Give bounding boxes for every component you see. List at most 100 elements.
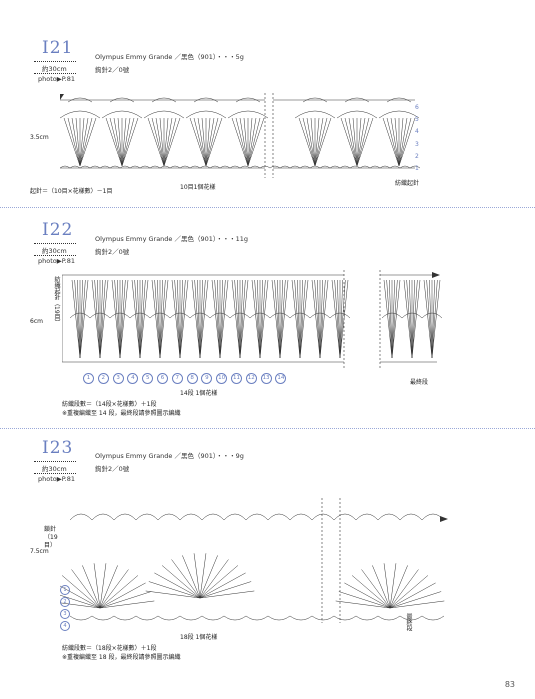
stitch-symbol — [117, 117, 123, 167]
stitch-symbol — [137, 279, 141, 359]
stitch-symbol — [314, 117, 324, 167]
stitch-symbol — [99, 279, 106, 359]
chain-loop — [157, 513, 181, 521]
stitch-symbol — [298, 117, 316, 167]
stitch-symbol — [299, 279, 309, 359]
stitch-symbol — [134, 279, 141, 359]
chain-loop — [227, 110, 269, 119]
chain-loop — [209, 165, 221, 169]
pattern-section-i23: I23 約30cm photo▶P.81 Olympus Emmy Grande… — [0, 430, 535, 690]
divider — [34, 255, 76, 256]
chain-loop — [267, 513, 291, 521]
chain-loop — [229, 312, 251, 319]
stitch-symbol — [386, 279, 393, 359]
stitch-symbol — [161, 565, 201, 599]
stitch-symbol — [339, 279, 343, 359]
stitch-symbol — [259, 279, 263, 359]
chain-loop — [135, 615, 159, 621]
chain-loop — [319, 165, 331, 169]
stitch-symbol — [75, 117, 81, 167]
stitch-symbol — [63, 117, 81, 167]
chain-loop — [229, 165, 241, 169]
photo-ref: photo▶P.81 — [38, 257, 75, 265]
section-separator — [0, 207, 535, 208]
stitch-symbol — [431, 279, 438, 359]
chain-loop — [289, 312, 311, 319]
stitch-symbol — [389, 565, 408, 609]
stitch-symbol — [235, 117, 249, 167]
row-num: 5 — [142, 373, 154, 384]
chain-loop — [60, 110, 101, 119]
row-num: 9 — [201, 373, 213, 384]
stitch-symbol — [99, 591, 152, 609]
chain-loop — [67, 97, 93, 103]
chain-loop — [109, 165, 121, 169]
stitch-symbol — [247, 117, 265, 167]
stitch-symbol — [145, 590, 201, 599]
row-count-note: 紡織段數＝（18段×花樣數）＋1段 — [62, 645, 157, 652]
stitch-symbol — [398, 117, 416, 167]
stitch-symbol — [154, 279, 161, 359]
stitch-symbol — [199, 581, 252, 599]
chain-loop — [201, 615, 225, 621]
side-label: 鎖針（19目） — [44, 526, 58, 549]
stitch-symbol — [398, 117, 408, 167]
stitch-symbol — [247, 117, 261, 167]
row-num: 3 — [415, 140, 419, 148]
stitch-symbol — [247, 117, 253, 167]
stitch-symbol — [177, 279, 181, 359]
crochet-chart-i23 — [60, 498, 448, 623]
stitch-symbol — [391, 279, 398, 359]
stitch-symbol — [82, 565, 101, 609]
chain-loop — [421, 312, 443, 319]
chain-loop — [91, 615, 115, 621]
row-num: 10 — [216, 373, 228, 384]
chain-loop — [369, 165, 381, 169]
chain-loop — [399, 165, 411, 169]
row-num: 13 — [260, 373, 272, 384]
last-row-note: 最終段 — [410, 379, 429, 386]
chain-loop — [333, 513, 357, 521]
stitch-symbol — [314, 117, 332, 167]
chain-loop — [69, 312, 91, 319]
chain-loop — [389, 165, 401, 169]
chain-loop — [189, 312, 211, 319]
stitch-symbol — [139, 279, 146, 359]
chain-loop — [129, 165, 141, 169]
stitch-symbol — [163, 117, 169, 167]
stitch-symbol — [302, 117, 316, 167]
chain-loop — [169, 312, 191, 319]
stitch-symbol — [334, 279, 341, 359]
chain-loop — [113, 513, 137, 521]
stitch-symbol — [155, 117, 165, 167]
chain-loop — [309, 312, 331, 319]
stitch-symbol — [314, 117, 320, 167]
stitch-symbol — [111, 279, 121, 359]
stitch-symbol — [99, 582, 146, 609]
chain-loop — [201, 513, 225, 521]
stitch-symbol — [93, 563, 101, 609]
chain-loop — [169, 165, 181, 169]
stitch-symbol — [179, 279, 186, 359]
photo-ref: photo▶P.81 — [38, 475, 75, 483]
row-num: 4 — [60, 621, 70, 631]
stitch-symbol — [340, 117, 358, 167]
stitch-symbol — [199, 279, 203, 359]
stitch-symbol — [356, 117, 362, 167]
stitch-symbol — [151, 279, 161, 359]
stitch-symbol — [277, 279, 281, 359]
stitch-symbol — [179, 279, 189, 359]
stitch-symbol — [389, 563, 397, 609]
stitch-symbol — [119, 279, 126, 359]
stitch-symbol — [147, 117, 165, 167]
stitch-symbol — [121, 117, 135, 167]
stitch-symbol — [139, 279, 143, 359]
chain-loop — [279, 165, 291, 169]
stitch-symbol — [409, 279, 413, 359]
chain-loop — [239, 165, 251, 169]
row-num: 6 — [415, 104, 419, 111]
stitch-symbol — [61, 575, 101, 609]
stitch-symbol — [344, 582, 391, 609]
stitch-symbol — [389, 279, 393, 359]
stitch-symbol — [279, 279, 283, 359]
